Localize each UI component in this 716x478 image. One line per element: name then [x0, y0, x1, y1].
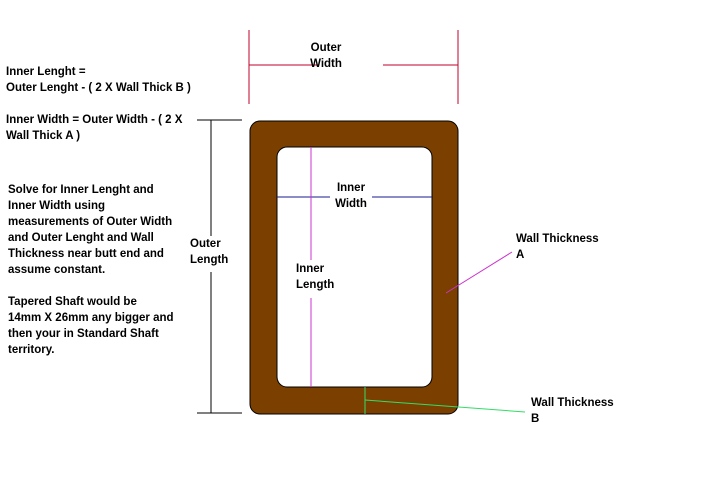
label-line: Length [296, 279, 335, 291]
inner-width-formula: Inner Width = Outer Width - ( 2 X Wall T… [6, 112, 182, 144]
label-line: Width [335, 198, 367, 210]
label-line: Inner [296, 263, 325, 275]
label-line: Outer [310, 42, 342, 54]
wall-thickness-a-label: Wall Thickness A [516, 231, 599, 263]
wall-thickness-b-label: Wall Thickness B [531, 395, 614, 427]
note-line: then your in Standard Shaft [8, 328, 159, 340]
note-line: Wall Thick A ) [6, 130, 81, 142]
label-line: Wall Thickness [531, 397, 614, 409]
note-line: and Outer Lenght and Wall [8, 232, 154, 244]
note-line: measurements of Outer Width [8, 216, 173, 228]
inner-width-label: Inner Width [333, 180, 369, 212]
tapered-note: Tapered Shaft would be 14mm X 26mm any b… [8, 294, 174, 358]
label-line: Inner [336, 182, 366, 194]
solve-note: Solve for Inner Lenght and Inner Width u… [8, 182, 172, 278]
note-line: territory. [8, 344, 55, 356]
note-line: Thickness near butt end and [8, 248, 164, 260]
outer-length-label: Outer Length [190, 236, 228, 268]
wall-a-leader [445, 251, 513, 294]
note-line: Inner Width using [8, 200, 105, 212]
note-line: Inner Width = Outer Width - ( 2 X [6, 114, 183, 126]
label-line: Outer [190, 238, 221, 250]
note-line: assume constant. [8, 264, 106, 276]
inner-length-formula: Inner Lenght = Outer Lenght - ( 2 X Wall… [6, 64, 191, 96]
tube-inner-bore [276, 146, 433, 388]
note-line: Inner Lenght = [6, 66, 86, 78]
label-line: B [531, 413, 540, 425]
wall-b-leader [364, 399, 526, 413]
label-line: Width [310, 58, 342, 70]
outer-width-label: Outer Width [310, 40, 342, 72]
label-line: Length [190, 254, 229, 266]
note-line: Tapered Shaft would be [8, 296, 137, 308]
note-line: Solve for Inner Lenght and [8, 184, 154, 196]
label-line: Wall Thickness [516, 233, 599, 245]
inner-length-label: Inner Length [296, 261, 334, 293]
note-line: Outer Lenght - ( 2 X Wall Thick B ) [6, 82, 191, 94]
label-line: A [516, 249, 525, 261]
note-line: 14mm X 26mm any bigger and [8, 312, 174, 324]
